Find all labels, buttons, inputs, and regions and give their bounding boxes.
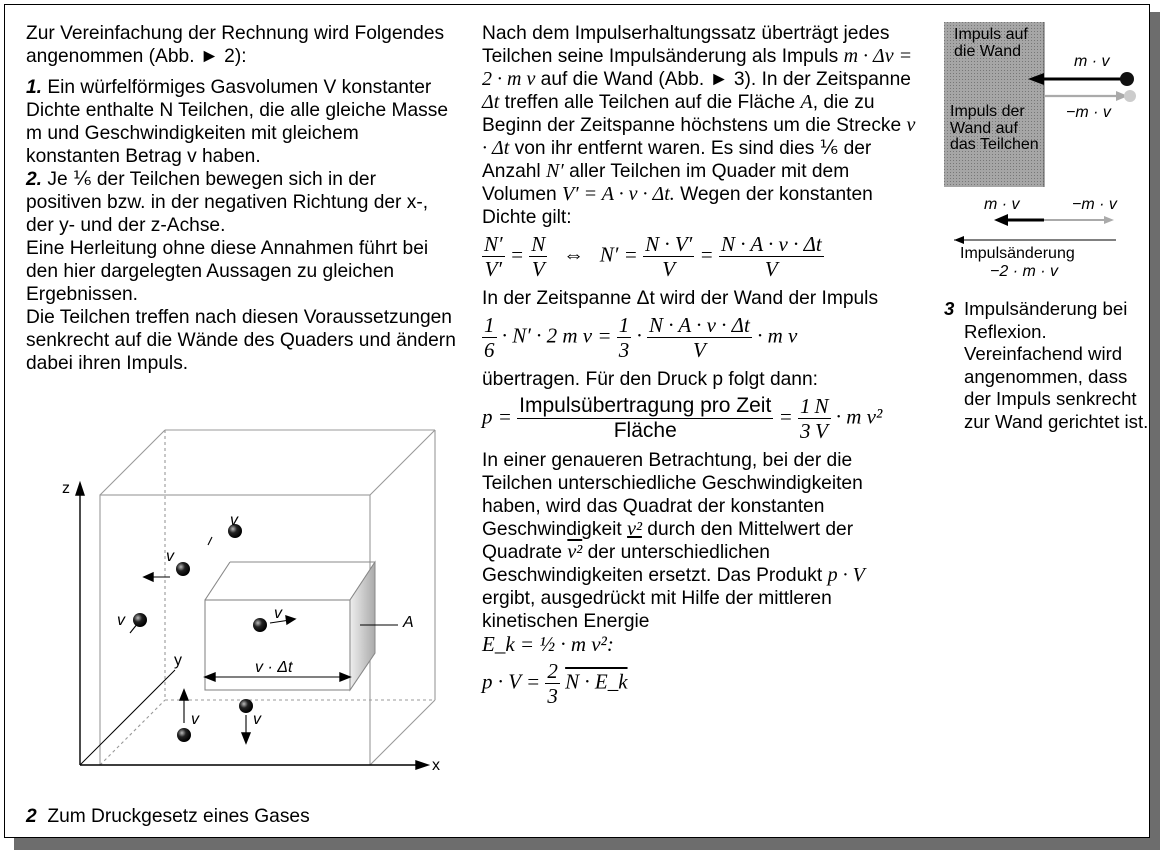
figure-2-number: 2 bbox=[26, 806, 37, 827]
label-momentum-change: Impulsänderung bbox=[960, 245, 1075, 262]
assumption-2: 2. Je ⅙ der Teilchen bewegen sich in der… bbox=[26, 168, 456, 237]
paragraph-pressure: übertragen. Für den Druck p folgt dann: bbox=[482, 369, 818, 390]
velocity-label-5: v bbox=[191, 711, 199, 728]
assumption-1: 1. Ein würfelförmiges Gasvolumen V konst… bbox=[26, 76, 456, 168]
velocity-label-6: v bbox=[253, 711, 261, 728]
axis-z-label: z bbox=[62, 480, 70, 497]
paragraph-impact: Die Teilchen treffen nach diesen Vorauss… bbox=[26, 307, 456, 374]
figure-2-caption-text: Zum Druckgesetz eines Gases bbox=[47, 806, 310, 827]
label-momentum-change-value: −2 · m · v bbox=[990, 263, 1059, 280]
paragraph-mean-velocity: In einer genaueren Betrachtung, bei der … bbox=[482, 450, 865, 632]
kinetic-energy-definition: E_k = ½ · m v²: bbox=[482, 632, 614, 656]
paragraph-derivation: Eine Herleitung ohne diese Annahmen führ… bbox=[26, 238, 429, 305]
figure-2-gas-cube bbox=[75, 429, 436, 770]
intro-text: Zur Vereinfachung der Rechnung wird Folg… bbox=[26, 23, 445, 67]
axis-x-label: x bbox=[432, 757, 440, 774]
velocity-label-2: v bbox=[166, 548, 174, 565]
velocity-label-4: v bbox=[274, 605, 282, 622]
label-impulse-on-wall: Impuls auf die Wand bbox=[954, 26, 1028, 60]
axis-y-label: y bbox=[174, 652, 182, 669]
label-impulse-from-wall: Impuls der Wand auf das Teilchen bbox=[950, 103, 1039, 153]
assumption-1-text: Ein würfelförmiges Gasvolumen V konstant… bbox=[26, 77, 449, 167]
distance-label: v · Δt bbox=[255, 659, 293, 676]
assumption-1-number: 1. bbox=[26, 77, 43, 98]
momentum-formula: m · Δv = 2 · m v bbox=[482, 45, 913, 90]
figure-3-caption: 3 Impulsänderung bei Reflexion. Vereinfa… bbox=[944, 298, 1149, 433]
area-A-label: A bbox=[403, 614, 414, 631]
figure-3-reflection bbox=[944, 22, 1136, 244]
label-mv-top: m · v bbox=[1074, 53, 1110, 70]
label-neg-mv-top: −m · v bbox=[1066, 104, 1111, 121]
assumption-2-text: Je ⅙ der Teilchen bewegen sich in der po… bbox=[26, 169, 429, 236]
velocity-label-1: v bbox=[230, 512, 238, 529]
paragraph-momentum: Nach dem Impulserhaltungssatz überträgt … bbox=[482, 23, 916, 228]
assumption-2-number: 2. bbox=[26, 169, 43, 190]
left-column: Zur Vereinfachung der Rechnung wird Folg… bbox=[26, 22, 456, 375]
middle-column: Nach dem Impulserhaltungssatz überträgt … bbox=[482, 22, 922, 714]
figure-3-caption-text: Impulsänderung bei Reflexion. Vereinfach… bbox=[964, 298, 1149, 432]
label-neg-mv-bottom: −m · v bbox=[1072, 196, 1117, 213]
paragraph-impulse: In der Zeitspanne Δt wird der Wand der I… bbox=[482, 288, 879, 309]
label-mv-bottom: m · v bbox=[984, 196, 1020, 213]
figure-3-number: 3 bbox=[944, 298, 955, 319]
velocity-label-3: v bbox=[117, 612, 125, 629]
figure-2-caption: 2 Zum Druckgesetz eines Gases bbox=[26, 806, 310, 828]
